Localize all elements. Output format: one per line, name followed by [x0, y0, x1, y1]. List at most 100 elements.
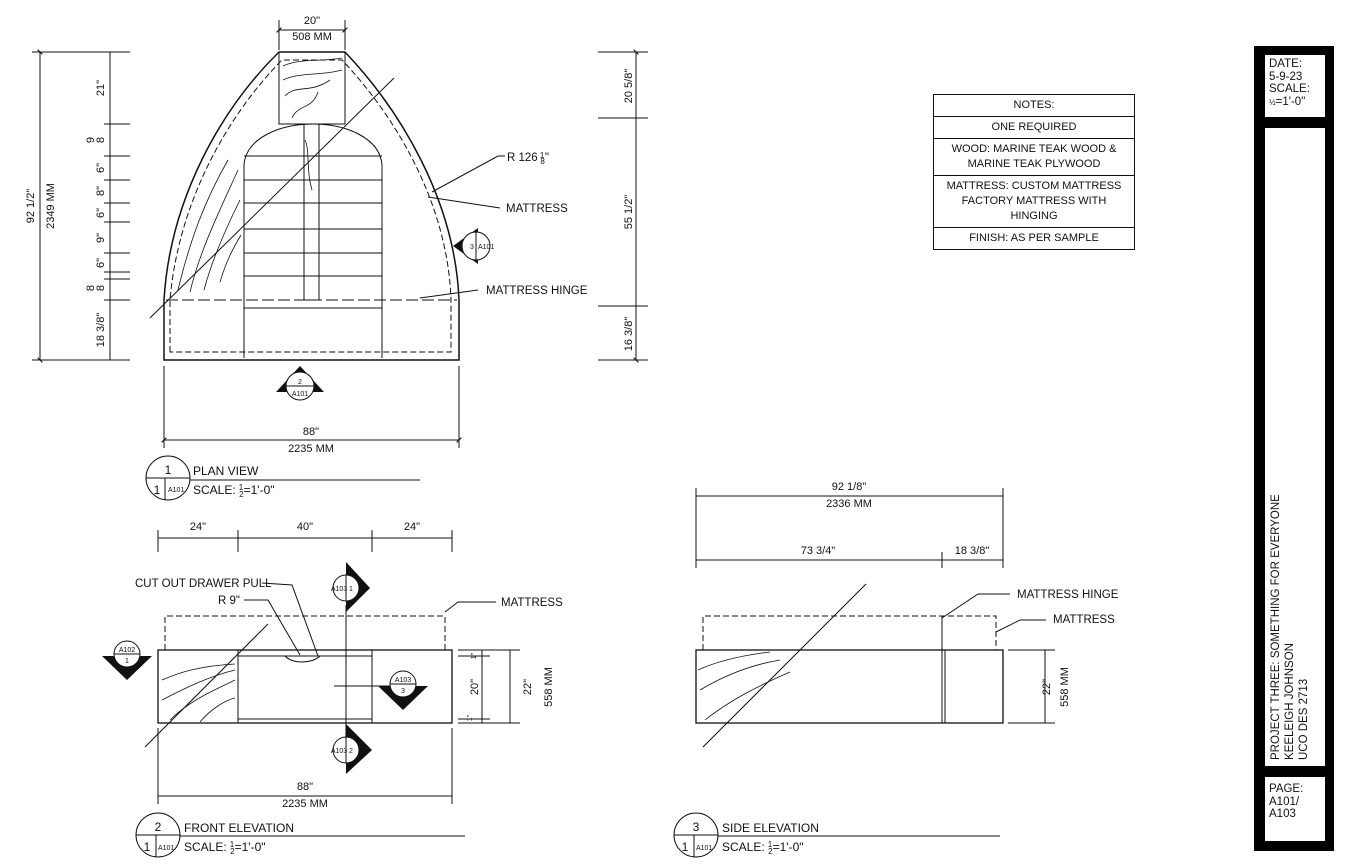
front-height-total-mm: 558 MM [543, 667, 555, 707]
note-item: MATTRESS: CUSTOM MATTRESS FACTORY MATTRE… [934, 176, 1134, 228]
title-block-date: DATE: 5-9-23 SCALE: ½=1'-0" [1265, 55, 1325, 117]
plan-right-2: 16 3/8" [623, 317, 635, 352]
plan-seg-6: 9" [95, 233, 107, 243]
date-value: 5-9-23 [1269, 70, 1303, 83]
front-title: FRONT ELEVATION [184, 821, 294, 835]
front-height-in: 20" [469, 679, 481, 695]
side-top-mm: 2336 MM [826, 498, 872, 510]
front-marker-right [378, 670, 428, 710]
project-info: PROJECT THREE: SOMETHING FOR EVERYONE KE… [1269, 494, 1311, 760]
front-title-number: 2 [155, 820, 162, 834]
plan-seg-10: 18 3/8" [95, 313, 107, 348]
side-height-in: 22" [1041, 679, 1053, 695]
plan-total-in: 92 1/2" [25, 189, 37, 224]
plan-mattress-label: MATTRESS [506, 203, 568, 215]
plan-seg-3: 6" [95, 163, 107, 173]
plan-marker-bottom [276, 366, 324, 401]
plan-marker-bottom-num: 2 [298, 379, 302, 386]
plan-marker-right-num: 3 [470, 244, 474, 251]
plan-bottom-mm: 2235 MM [288, 443, 334, 455]
note-item: WOOD: MARINE TEAK WOOD & MARINE TEAK PLY… [934, 139, 1134, 176]
front-title-sheet-number: 1 [144, 840, 151, 854]
plan-marker-bottom-sheet: A101 [292, 391, 308, 398]
side-dim-right: 18 3/8" [955, 545, 990, 557]
title-block-page: PAGE: A101/ A103 [1265, 777, 1325, 841]
side-elevation-text: 92 1/8" 2336 MM 73 3/4" 18 3/8" MATTRESS… [682, 481, 1119, 856]
plan-title-sheet: A101 [168, 487, 184, 494]
plan-top-dim-in: 20" [304, 15, 320, 27]
front-height-total-in: 22" [522, 679, 534, 695]
side-title: SIDE ELEVATION [722, 821, 819, 835]
side-dim-left: 73 3/4" [801, 545, 836, 557]
plan-seg-2: 8 [95, 137, 107, 143]
plan-seg-9: 8 [95, 285, 107, 291]
plan-right-1: 55 1/2" [623, 195, 635, 230]
plan-bottom-in: 88" [303, 426, 319, 438]
side-mattress-label: MATTRESS [1053, 614, 1115, 626]
section-markers [102, 228, 719, 858]
front-bottom-mm: 2235 MM [282, 798, 328, 810]
plan-marker-right [453, 228, 491, 264]
front-dim-top-1: 40" [297, 521, 313, 533]
project-title: PROJECT THREE: SOMETHING FOR EVERYONE [1270, 494, 1282, 760]
plan-title-sheet-number: 1 [154, 483, 161, 497]
plan-seg-5: 6" [95, 208, 107, 218]
plan-title: PLAN VIEW [193, 464, 259, 478]
front-elevation-text: 24" 40" 24" CUT OUT DRAWER PULL R 9" MAT… [119, 521, 563, 856]
side-title-sheet-number: 1 [682, 840, 689, 854]
front-marker-left-sheet: A102 [119, 647, 135, 654]
note-item: FINISH: AS PER SAMPLE [969, 232, 1099, 244]
plan-total-mm: 2349 MM [45, 183, 57, 229]
front-small-dim-bottom: 1" [467, 714, 474, 721]
front-marker-top-sheet: A103 [331, 586, 347, 593]
plan-seg-1: 9 [85, 137, 97, 143]
front-marker-bottom-sheet: A103 [331, 748, 347, 755]
scale-value: ½=1'-0" [1269, 95, 1306, 108]
page-number-2: A103 [1269, 808, 1296, 820]
plan-view-text: 20" 508 MM 92 1/2" 2349 MM 21" 9 8 6" 8"… [25, 15, 635, 499]
plan-title-number: 1 [165, 463, 172, 477]
plan-seg-7: 6" [95, 258, 107, 268]
side-elevation [695, 488, 1055, 837]
side-title-number: 3 [693, 820, 700, 834]
front-bottom-in: 88" [297, 781, 313, 793]
front-marker-bottom [332, 724, 372, 774]
page-label: PAGE: [1269, 783, 1304, 795]
plan-right-0: 20 5/8" [623, 69, 635, 104]
front-marker-left [102, 640, 152, 680]
plan-seg-4: 8" [95, 186, 107, 196]
front-dim-top-2: 24" [404, 521, 420, 533]
front-marker-right-sheet: A103 [395, 677, 411, 684]
plan-hinge-label: MATTRESS HINGE [486, 285, 588, 297]
side-top-in: 92 1/8" [832, 481, 867, 493]
side-hinge-label: MATTRESS HINGE [1017, 589, 1119, 601]
front-mattress-label: MATTRESS [501, 597, 563, 609]
front-small-dim-top: 1" [471, 652, 478, 659]
front-elevation [144, 530, 520, 837]
side-title-sheet: A101 [696, 845, 712, 852]
front-drawer-pull-radius: R 9" [218, 595, 240, 607]
side-height-mm: 558 MM [1059, 667, 1071, 707]
designer-name: KEELEIGH JOHNSON [1284, 643, 1296, 760]
note-item: ONE REQUIRED [934, 117, 1134, 139]
plan-seg-0: 21" [95, 80, 107, 96]
date-label: DATE: [1269, 58, 1303, 70]
notes-table: NOTES: ONE REQUIRED WOOD: MARINE TEAK WO… [933, 94, 1135, 250]
front-marker-bottom-num: 2 [349, 748, 353, 755]
front-marker-right-num: 3 [401, 688, 405, 695]
scale-label: SCALE: [1269, 83, 1310, 95]
plan-view [32, 20, 648, 481]
front-marker-left-num: 1 [125, 658, 129, 665]
front-marker-top [332, 562, 370, 612]
notes-header: NOTES: [934, 95, 1134, 117]
plan-marker-right-sheet: A101 [478, 244, 494, 251]
front-drawer-pull-label: CUT OUT DRAWER PULL [135, 578, 272, 590]
plan-top-dim-mm: 508 MM [292, 31, 332, 43]
front-dim-top-0: 24" [190, 521, 206, 533]
page-number-1: A101/ [1269, 795, 1300, 808]
